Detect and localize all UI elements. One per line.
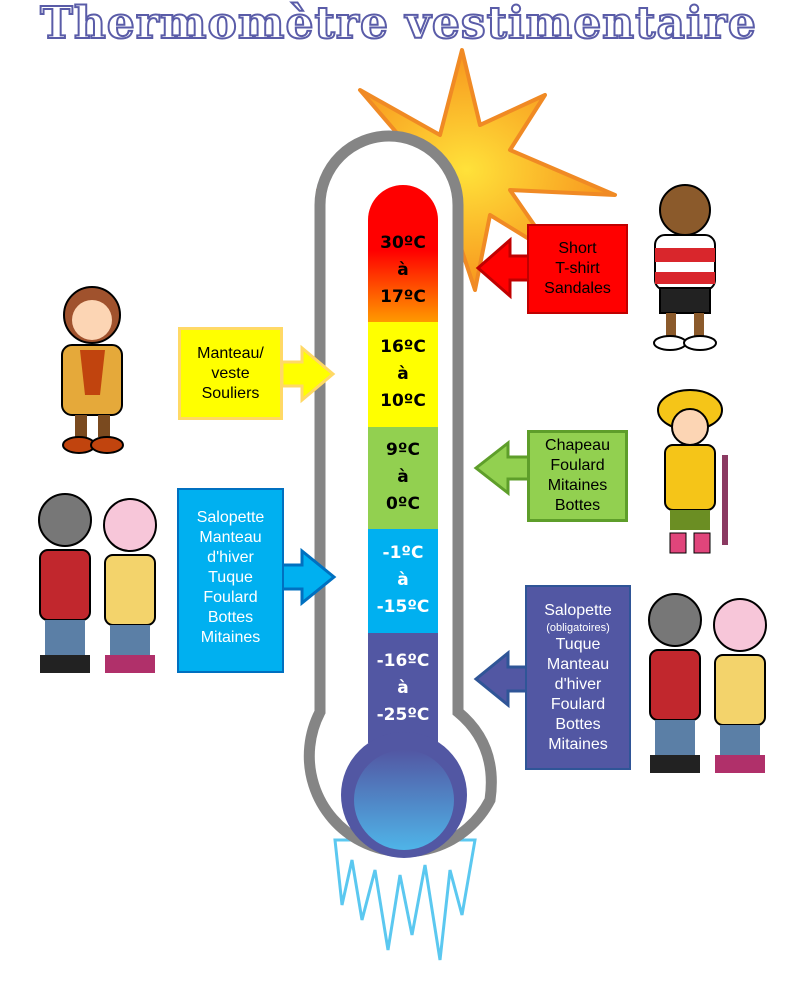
icicles-icon: [333, 838, 477, 961]
clothing-item: Manteau/: [197, 344, 264, 362]
clothing-item-note: (obligatoires): [546, 621, 610, 634]
thermometer-tube: [303, 130, 497, 858]
clothing-item: veste: [211, 364, 250, 382]
clothing-item: Souliers: [201, 384, 260, 402]
range-from: 16ºC: [380, 337, 426, 357]
clothing-item: Manteau: [546, 655, 610, 673]
kid-autumn-illustration: [61, 286, 124, 454]
range-cool: 9ºC à 0ºC: [368, 437, 438, 518]
page-title: Thermomètre vestimentaire: [39, 0, 757, 50]
range-to: 0ºC: [386, 494, 420, 514]
range-sep: à: [397, 260, 409, 280]
clothing-item: Mitaines: [547, 477, 608, 494]
range-cold: -1ºC à -15ºC: [368, 540, 438, 621]
range-hot: 30ºC à 17ºC: [368, 230, 438, 311]
range-to: 10ºC: [380, 391, 426, 411]
clothing-item: Salopette: [196, 509, 265, 526]
clothing-item: Short: [558, 240, 597, 257]
range-sep: à: [397, 678, 409, 698]
range-from: 9ºC: [386, 440, 420, 460]
range-to: 17ºC: [380, 287, 426, 307]
clothing-item: Salopette: [544, 601, 612, 619]
range-sep: à: [397, 570, 409, 590]
range-sep: à: [397, 364, 409, 384]
clothing-item: Sandales: [544, 280, 611, 297]
kid-summer-illustration: [653, 184, 717, 351]
kids-very-cold-illustration: [648, 593, 767, 773]
range-very-cold: -16ºC à -25ºC: [368, 648, 438, 729]
clothing-item: Mitaines: [548, 735, 608, 753]
clothing-item: d'hiver: [554, 675, 602, 693]
clothing-item: Tuque: [208, 569, 253, 586]
range-to: -25ºC: [376, 705, 430, 725]
range-to: -15ºC: [376, 597, 430, 617]
clothing-item: Bottes: [207, 609, 254, 626]
clothing-item: Bottes: [555, 715, 601, 733]
clothing-item: Foulard: [550, 457, 605, 474]
range-mild: 16ºC à 10ºC: [368, 334, 438, 415]
range-sep: à: [397, 467, 409, 487]
clothing-item: Foulard: [203, 589, 258, 606]
clothing-item: Chapeau: [545, 437, 610, 454]
clothing-item: d'hiver: [207, 549, 254, 566]
clothing-item: T-shirt: [555, 260, 600, 277]
clothing-item: Manteau: [199, 529, 262, 546]
clothing-item: Mitaines: [200, 629, 261, 646]
clothing-item: Bottes: [554, 497, 601, 514]
range-from: -16ºC: [376, 651, 430, 671]
clothing-item: Foulard: [550, 695, 606, 713]
kids-winter-illustration: [38, 493, 157, 673]
clothing-item: Tuque: [555, 635, 601, 653]
kid-rain-illustration: [657, 389, 728, 554]
range-from: -1ºC: [382, 543, 424, 563]
range-from: 30ºC: [380, 233, 426, 253]
